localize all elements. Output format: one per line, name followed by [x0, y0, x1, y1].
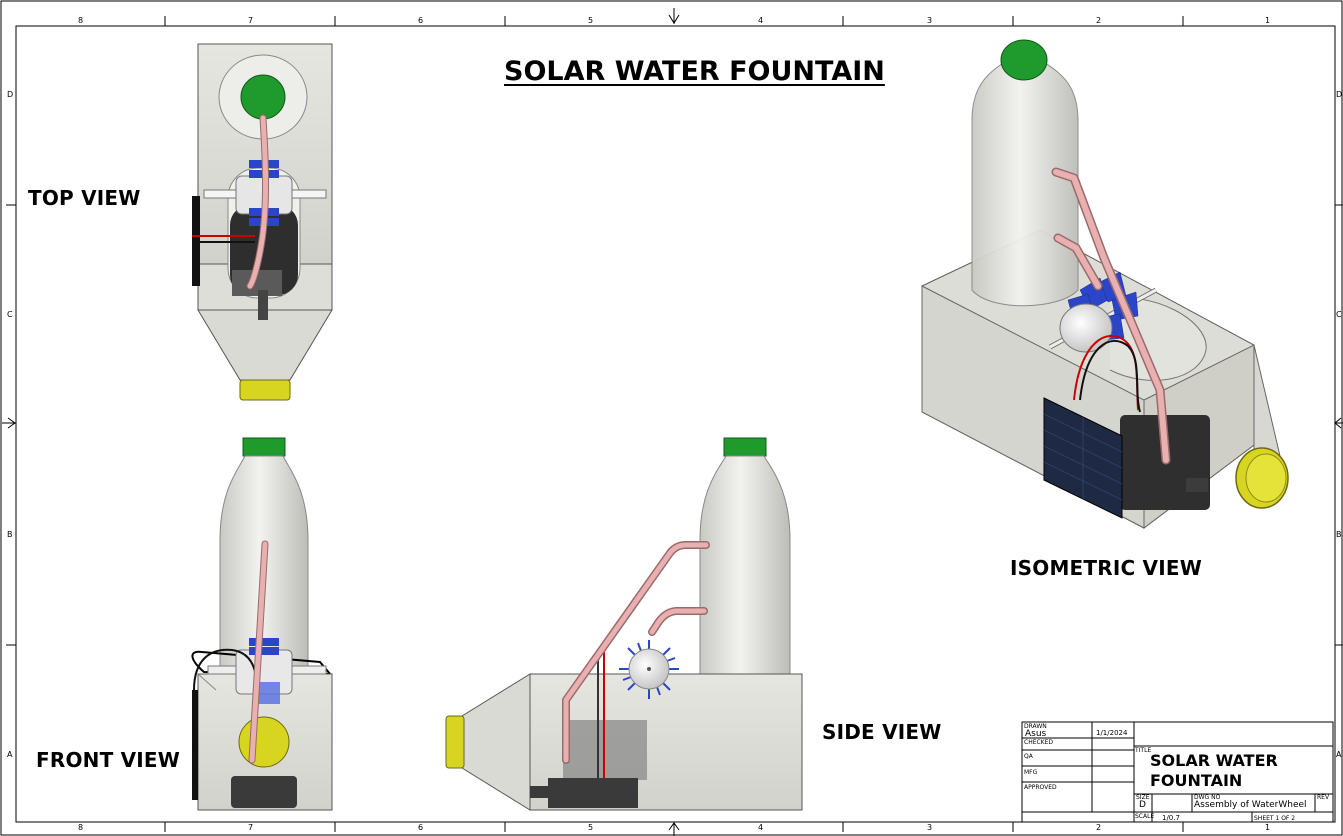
zone-row-label: C	[1336, 310, 1342, 319]
zone-column-label: 7	[248, 823, 254, 832]
isometric-view-label: ISOMETRIC VIEW	[1010, 556, 1202, 580]
tb-approved-label: APPROVED	[1024, 784, 1057, 791]
zone-row-label: A	[1336, 750, 1342, 759]
tb-drawn-by: Asus	[1025, 729, 1047, 739]
zone-column-label: 3	[927, 16, 933, 25]
top-view-label: TOP VIEW	[28, 186, 141, 210]
zone-column-label: 3	[927, 823, 933, 832]
front-view-drawing	[191, 437, 333, 811]
top-view-drawing	[192, 43, 333, 401]
title-block-frame	[1021, 721, 1334, 823]
tb-scale-label: SCALE	[1135, 813, 1155, 820]
zone-row-label: D	[7, 90, 14, 99]
zone-row-label: B	[1336, 530, 1342, 539]
tb-drawn-date: 1/1/2024	[1096, 729, 1128, 737]
tb-checked-label: CHECKED	[1024, 739, 1054, 746]
isometric-view-drawing	[921, 39, 1289, 530]
zone-column-label: 5	[588, 823, 594, 832]
zone-row-label: B	[7, 530, 13, 539]
zone-row-label: A	[7, 750, 13, 759]
zone-column-label: 4	[758, 823, 764, 832]
zone-column-label: 1	[1265, 16, 1271, 25]
side-view-label: SIDE VIEW	[822, 720, 942, 744]
zone-column-label: 2	[1096, 16, 1102, 25]
zone-column-label: 6	[418, 16, 424, 25]
tb-title-line1: SOLAR WATER	[1150, 751, 1278, 770]
zone-column-label: 8	[78, 823, 84, 832]
water-wheel	[619, 640, 679, 699]
tb-rev-label: REV	[1317, 794, 1330, 801]
side-view-drawing	[445, 437, 803, 811]
tb-title-line2: FOUNTAIN	[1150, 771, 1243, 790]
tb-size-label: SIZE	[1136, 794, 1150, 801]
tb-dwg-label: DWG NO	[1194, 794, 1221, 801]
zone-column-label: 8	[78, 16, 84, 25]
front-view-label: FRONT VIEW	[36, 748, 181, 772]
tb-title-label: TITLE	[1135, 747, 1152, 754]
tb-size: D	[1139, 800, 1146, 810]
zone-column-label: 2	[1096, 823, 1102, 832]
zone-column-label: 4	[758, 16, 764, 25]
zone-column-label: 6	[418, 823, 424, 832]
tb-scale: 1/0.7	[1162, 814, 1180, 822]
drawing-title: SOLAR WATER FOUNTAIN	[504, 56, 885, 87]
zone-column-label: 5	[588, 16, 594, 25]
zone-column-label: 1	[1265, 823, 1271, 832]
zone-row-label: C	[7, 310, 13, 319]
centering-arrow-icon	[2, 8, 1343, 836]
tb-sheet: SHEET 1 OF 2	[1254, 815, 1296, 822]
tb-mfg-label: MFG	[1024, 769, 1038, 776]
zone-row-label: D	[1336, 90, 1343, 99]
zone-column-label: 7	[248, 16, 254, 25]
tb-drawn-label: DRAWN	[1024, 723, 1047, 730]
tb-qa-label: QA	[1024, 753, 1033, 760]
tb-dwg-no: Assembly of WaterWheel	[1194, 800, 1307, 810]
